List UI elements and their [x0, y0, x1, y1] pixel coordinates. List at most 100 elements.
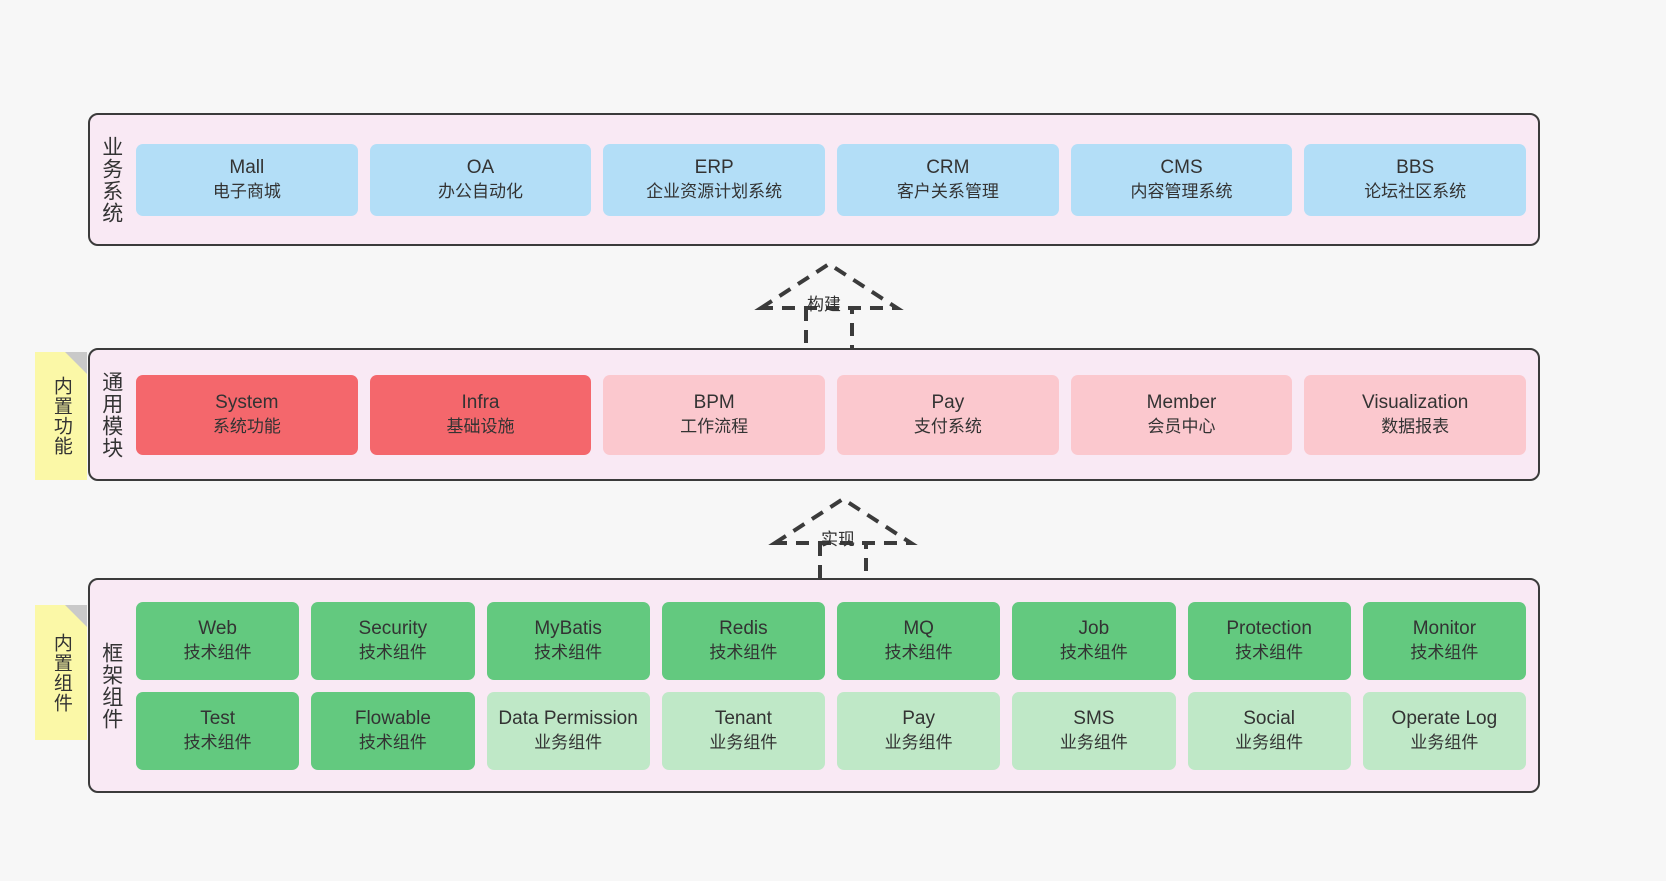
card-title-en: Security — [358, 618, 428, 640]
card-web[interactable]: Web 技术组件 — [136, 601, 300, 680]
card-title-en: ERP — [694, 157, 734, 179]
card-group-framework-components: Web 技术组件 Security 技术组件 MyBatis 技术组件 Redi… — [132, 580, 1538, 791]
card-title-en: Tenant — [714, 708, 772, 730]
card-flowable[interactable]: Flowable 技术组件 — [311, 691, 475, 770]
card-tenant[interactable]: Tenant 业务组件 — [661, 691, 825, 770]
card-title-cn: 业务组件 — [709, 732, 778, 752]
card-title-cn: 业务组件 — [1410, 732, 1479, 752]
card-bbs[interactable]: BBS 论坛社区系统 — [1304, 143, 1527, 216]
card-title-cn: 电子商城 — [212, 181, 281, 201]
card-bpm[interactable]: BPM 工作流程 — [603, 374, 826, 455]
card-title-cn: 工作流程 — [680, 416, 749, 436]
card-mall[interactable]: Mall 电子商城 — [136, 143, 358, 216]
card-title-cn: 数据报表 — [1381, 416, 1450, 436]
card-mq[interactable]: MQ 技术组件 — [837, 601, 1001, 680]
card-title-cn: 论坛社区系统 — [1364, 181, 1467, 201]
layer-label-common-modules: 通用模块 — [99, 370, 123, 459]
card-title-cn: 技术组件 — [709, 642, 778, 662]
layer-label-framework-components: 框架组件 — [99, 641, 123, 730]
card-cms[interactable]: CMS 内容管理系统 — [1070, 143, 1293, 216]
card-title-cn: 技术组件 — [183, 642, 252, 662]
note-fold-corner-icon — [65, 352, 87, 374]
card-erp[interactable]: ERP 企业资源计划系统 — [603, 143, 826, 216]
card-title-en: Infra — [461, 392, 500, 414]
connector-build: 构建 — [753, 258, 923, 358]
card-title-cn: 技术组件 — [1410, 642, 1479, 662]
card-title-cn: 技术组件 — [358, 732, 427, 752]
card-title-cn: 系统功能 — [212, 416, 281, 436]
card-social[interactable]: Social 业务组件 — [1187, 691, 1351, 770]
card-title-cn: 业务组件 — [884, 732, 953, 752]
card-title-cn: 技术组件 — [1235, 642, 1304, 662]
card-title-cn: 基础设施 — [446, 416, 515, 436]
card-operate-log[interactable]: Operate Log 业务组件 — [1362, 691, 1526, 770]
note-builtin-features: 内置功能 — [35, 352, 87, 480]
card-title-en: Flowable — [354, 708, 431, 730]
card-title-en: CMS — [1160, 157, 1203, 179]
layer-business-systems: 业务系统 Mall 电子商城 OA 办公自动化 ERP 企业资源计划系统 CRM… — [88, 113, 1540, 246]
card-title-en: Pay — [931, 392, 965, 414]
card-title-cn: 技术组件 — [884, 642, 953, 662]
card-title-en: Visualization — [1362, 392, 1469, 414]
card-title-en: SMS — [1073, 708, 1115, 730]
card-group-common-modules: System 系统功能 Infra 基础设施 BPM 工作流程 Pay 支付系统… — [132, 350, 1538, 479]
card-title-cn: 客户关系管理 — [896, 181, 999, 201]
card-title-en: Member — [1146, 392, 1217, 414]
note-builtin-components: 内置组件 — [35, 605, 87, 740]
card-title-cn: 内容管理系统 — [1130, 181, 1233, 201]
card-group-business-systems: Mall 电子商城 OA 办公自动化 ERP 企业资源计划系统 CRM 客户关系… — [132, 115, 1538, 244]
card-member[interactable]: Member 会员中心 — [1070, 374, 1293, 455]
card-test[interactable]: Test 技术组件 — [136, 691, 300, 770]
card-title-en: OA — [466, 157, 495, 179]
card-crm[interactable]: CRM 客户关系管理 — [837, 143, 1059, 216]
card-job[interactable]: Job 技术组件 — [1012, 601, 1176, 680]
card-title-cn: 业务组件 — [534, 732, 603, 752]
layer-label-business-systems: 业务系统 — [99, 135, 123, 224]
card-sms[interactable]: SMS 业务组件 — [1012, 691, 1176, 770]
card-security[interactable]: Security 技术组件 — [311, 601, 475, 680]
connector-label-implement: 实现 — [821, 530, 855, 549]
connector-label-build: 构建 — [807, 295, 841, 314]
connector-implement: 实现 — [767, 493, 937, 593]
card-pay-business[interactable]: Pay 业务组件 — [837, 691, 1001, 770]
card-title-cn: 技术组件 — [183, 732, 252, 752]
card-title-en: Test — [200, 708, 236, 730]
card-title-cn: 技术组件 — [358, 642, 427, 662]
card-system[interactable]: System 系统功能 — [136, 374, 358, 455]
card-title-en: Operate Log — [1391, 708, 1498, 730]
note-text: 内置组件 — [50, 632, 72, 713]
card-title-en: Redis — [719, 618, 768, 640]
card-title-en: MQ — [903, 618, 934, 640]
card-title-en: Protection — [1226, 618, 1312, 640]
card-title-cn: 技术组件 — [534, 642, 603, 662]
card-title-cn: 办公自动化 — [438, 181, 523, 201]
card-title-en: Mall — [229, 157, 265, 179]
layer-framework-components: 框架组件 Web 技术组件 Security 技术组件 MyBatis 技术组件… — [88, 578, 1540, 793]
card-title-cn: 业务组件 — [1059, 732, 1128, 752]
card-title-cn: 会员中心 — [1147, 416, 1216, 436]
card-oa[interactable]: OA 办公自动化 — [369, 143, 592, 216]
card-monitor[interactable]: Monitor 技术组件 — [1362, 601, 1526, 680]
card-redis[interactable]: Redis 技术组件 — [661, 601, 825, 680]
card-title-en: Job — [1078, 618, 1110, 640]
card-mybatis[interactable]: MyBatis 技术组件 — [486, 601, 650, 680]
card-title-en: CRM — [926, 157, 970, 179]
card-title-en: Pay — [902, 708, 935, 730]
card-visualization[interactable]: Visualization 数据报表 — [1304, 374, 1527, 455]
card-infra[interactable]: Infra 基础设施 — [369, 374, 592, 455]
arrowhead-triangle-icon — [768, 496, 918, 545]
note-text: 内置功能 — [50, 376, 72, 456]
card-title-en: System — [215, 392, 279, 414]
card-protection[interactable]: Protection 技术组件 — [1187, 601, 1351, 680]
card-row-technical: Web 技术组件 Security 技术组件 MyBatis 技术组件 Redi… — [136, 601, 1526, 680]
card-title-en: BBS — [1396, 157, 1435, 179]
note-fold-corner-icon — [65, 605, 87, 627]
card-title-en: Web — [198, 618, 237, 640]
card-title-en: Social — [1243, 708, 1295, 730]
card-data-permission[interactable]: Data Permission 业务组件 — [486, 691, 650, 770]
card-title-cn: 技术组件 — [1059, 642, 1128, 662]
card-title-cn: 业务组件 — [1235, 732, 1304, 752]
card-pay[interactable]: Pay 支付系统 — [837, 374, 1059, 455]
arrowhead-triangle-icon — [754, 261, 904, 310]
